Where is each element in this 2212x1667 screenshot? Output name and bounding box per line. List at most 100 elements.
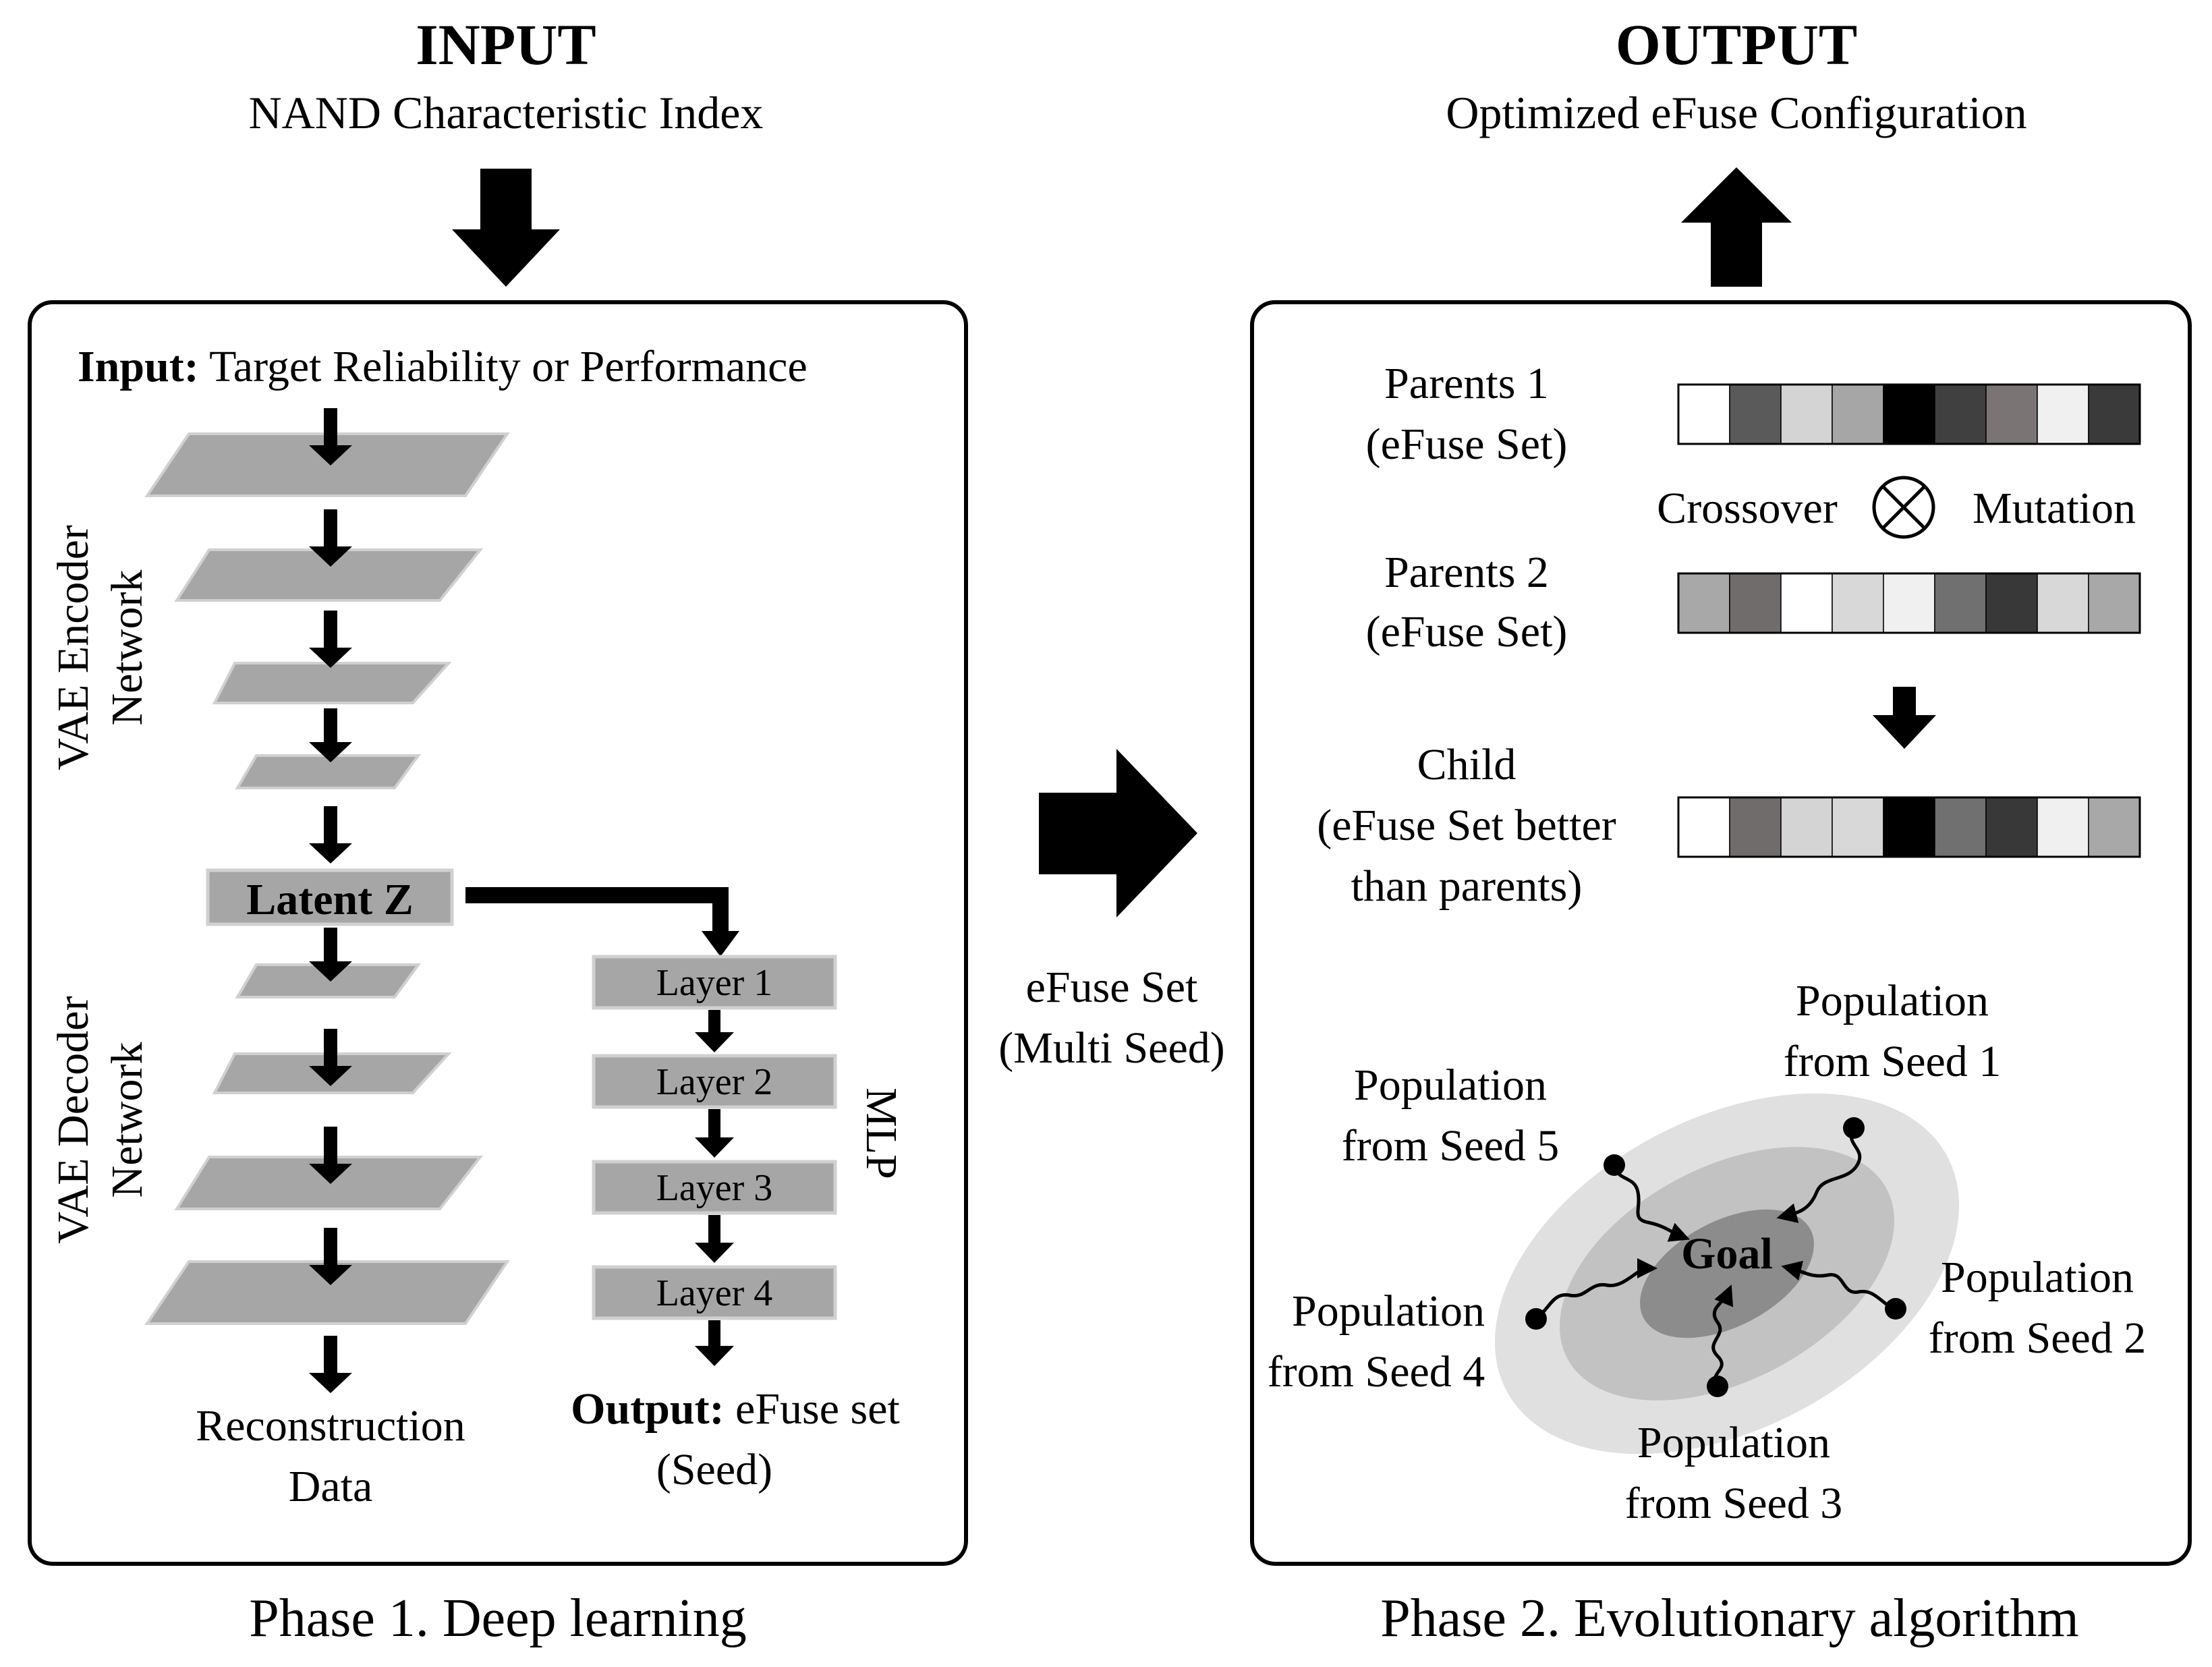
population-paths [1535, 1127, 1896, 1388]
mutation-label: Mutation [1973, 484, 2136, 533]
latent-to-mlp-connector [465, 887, 739, 957]
input-subtitle: NAND Characteristic Index [249, 87, 764, 138]
crossover-label: Crossover [1657, 484, 1838, 533]
seed1-dot [1843, 1117, 1865, 1139]
phase1-caption: Phase 1. Deep learning [249, 1589, 747, 1648]
child-efuse-cell [1934, 797, 1987, 857]
mlp-label: MLP [857, 1087, 906, 1179]
child-down-arrow [1873, 687, 1936, 749]
parents2-efuse-cell [1729, 573, 1782, 633]
seed5-dot [1604, 1154, 1625, 1176]
decoder-layer-3 [174, 1156, 484, 1210]
mlp-layer-4-box [592, 1265, 837, 1320]
reconstruction-label-2: Data [289, 1462, 373, 1511]
main-column-arrows [309, 408, 352, 1393]
parents1-efuse-cell [2037, 384, 2089, 445]
child-label-3: than parents) [1351, 861, 1583, 911]
svg-text:from Seed 2: from Seed 2 [1929, 1313, 2147, 1363]
encoder-layer-2 [174, 548, 484, 602]
population-seed2-label: Population from Seed 2 [1929, 1253, 2147, 1363]
population-seed5-label: Population from Seed 5 [1342, 1061, 1560, 1170]
decoder-layer-1 [235, 963, 421, 998]
mlp-layer-3-box [592, 1160, 837, 1215]
encoder-layer-1 [144, 432, 510, 497]
parents1-efuse-cell [1780, 384, 1833, 445]
svg-text:Population: Population [1637, 1418, 1830, 1467]
seed2-dot [1885, 1298, 1906, 1320]
phase1-output-label: Output: eFuse set [571, 1384, 900, 1434]
parents2-efuse-strip [1677, 572, 2141, 634]
svg-text:Population: Population [1292, 1287, 1485, 1336]
encoder-layer-4 [235, 754, 421, 789]
svg-text:Population: Population [1796, 976, 1989, 1025]
mlp-layer-1-label: Layer 1 [656, 962, 773, 1004]
parents2-efuse-cell [1883, 573, 1935, 633]
transfer-right-arrow [1039, 749, 1197, 917]
encoder-layer-3 [212, 662, 452, 704]
child-label-1: Child [1417, 740, 1516, 789]
svg-text:from Seed 1: from Seed 1 [1784, 1037, 2002, 1086]
population-seed3-label: Population from Seed 3 [1625, 1418, 1843, 1528]
input-down-arrow [452, 169, 560, 287]
phase1-border [28, 300, 968, 1566]
parents2-efuse-cell [1985, 573, 2038, 633]
parents1-efuse-cell [1729, 384, 1782, 445]
svg-text:Population: Population [1941, 1253, 2134, 1302]
parents2-label-1: Parents 2 [1384, 548, 1549, 597]
encoder-layers [144, 432, 510, 789]
svg-text:Network: Network [103, 570, 152, 726]
decoder-label: VAE Decoder Network [49, 996, 152, 1243]
child-efuse-strip [1677, 796, 2141, 858]
input-heading: INPUT [416, 12, 596, 77]
phase1-panel: Input: Target Reliability or Performance… [28, 300, 968, 1566]
parents1-label-1: Parents 1 [1384, 359, 1549, 408]
svg-text:from Seed 5: from Seed 5 [1342, 1121, 1560, 1170]
child-efuse-cell [1678, 797, 1730, 857]
svg-text:from Seed 3: from Seed 3 [1625, 1479, 1843, 1528]
phase2-border [1250, 300, 2192, 1566]
decoder-layers [144, 963, 510, 1325]
svg-text:VAE Decoder: VAE Decoder [49, 996, 98, 1243]
parents2-efuse-cell [2088, 573, 2140, 633]
mlp-layer-2-label: Layer 2 [656, 1061, 773, 1103]
parents1-efuse-cell [1883, 384, 1935, 445]
svg-text:VAE Encoder: VAE Encoder [49, 525, 98, 770]
output-heading-group: OUTPUT Optimized eFuse Configuration [1446, 12, 2027, 287]
child-efuse-cell [2088, 797, 2140, 857]
crossover-symbol-icon [1872, 476, 1935, 539]
child-efuse-cell [1780, 797, 1833, 857]
phase2-panel: Parents 1 (eFuse Set) Crossover Mutation… [1250, 300, 2192, 1566]
output-up-arrow [1681, 167, 1792, 287]
seed3-dot [1707, 1376, 1728, 1397]
decoder-layer-4 [144, 1260, 510, 1325]
reconstruction-label-1: Reconstruction [196, 1401, 465, 1450]
transfer-group: eFuse Set (Multi Seed) [998, 749, 1225, 1073]
child-label-2: (eFuse Set better [1317, 801, 1616, 850]
child-efuse-border [1677, 796, 2141, 858]
mlp-layers: Layer 1 Layer 2 Layer 3 Layer 4 [592, 955, 837, 1320]
mlp-layer-1-box [592, 955, 837, 1010]
population-dots [1525, 1117, 1906, 1397]
child-efuse-cell [1883, 797, 1935, 857]
goal-label: Goal [1681, 1229, 1773, 1278]
parents2-efuse-cell [1832, 573, 1884, 633]
latent-z-label: Latent Z [246, 875, 414, 924]
parents1-efuse-strip [1677, 383, 2141, 445]
parents1-efuse-cell [1985, 384, 2038, 445]
transfer-label-2: (Multi Seed) [998, 1023, 1224, 1073]
parents2-efuse-border [1677, 572, 2141, 634]
latent-z-box [206, 868, 454, 926]
parents1-efuse-cell [1934, 384, 1987, 445]
mlp-layer-2-box [592, 1054, 837, 1109]
output-heading: OUTPUT [1616, 12, 1857, 77]
goal-ellipses [1494, 1093, 1960, 1454]
output-subtitle: Optimized eFuse Configuration [1446, 87, 2026, 138]
parents2-efuse-cell [2037, 573, 2089, 633]
child-efuse-cell [1832, 797, 1884, 857]
mlp-layer-4-label: Layer 4 [656, 1272, 773, 1314]
parents1-efuse-border [1677, 383, 2141, 445]
parents2-efuse-cell [1934, 573, 1987, 633]
parents1-label-2: (eFuse Set) [1366, 420, 1568, 469]
svg-text:Population: Population [1354, 1061, 1547, 1110]
